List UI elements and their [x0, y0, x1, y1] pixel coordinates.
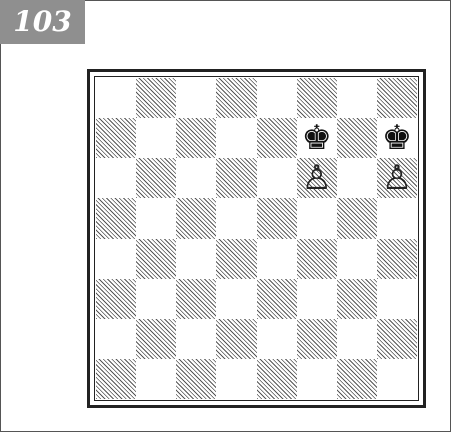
square-c1 — [176, 359, 216, 399]
square-b7 — [136, 118, 176, 158]
square-d1 — [216, 359, 256, 399]
square-f7: ♚ — [297, 118, 337, 158]
square-f6: ♙ — [297, 158, 337, 198]
square-f4 — [297, 239, 337, 279]
square-g7 — [337, 118, 377, 158]
square-c3 — [176, 279, 216, 319]
square-b4 — [136, 239, 176, 279]
black-king-icon: ♚ — [377, 118, 417, 158]
square-c2 — [176, 319, 216, 359]
square-f5 — [297, 198, 337, 238]
square-a7 — [96, 118, 136, 158]
square-c8 — [176, 78, 216, 118]
chessboard-border: ♚♚♙♙ — [87, 69, 426, 408]
square-h6: ♙ — [377, 158, 417, 198]
square-a8 — [96, 78, 136, 118]
square-g2 — [337, 319, 377, 359]
square-b1 — [136, 359, 176, 399]
square-c4 — [176, 239, 216, 279]
square-b6 — [136, 158, 176, 198]
square-f1 — [297, 359, 337, 399]
square-d8 — [216, 78, 256, 118]
square-h4 — [377, 239, 417, 279]
square-a2 — [96, 319, 136, 359]
chessboard-inner-border: ♚♚♙♙ — [94, 76, 419, 401]
black-king-icon: ♚ — [297, 118, 337, 158]
square-f2 — [297, 319, 337, 359]
square-h1 — [377, 359, 417, 399]
square-d7 — [216, 118, 256, 158]
square-d3 — [216, 279, 256, 319]
square-g8 — [337, 78, 377, 118]
square-a4 — [96, 239, 136, 279]
problem-number: 103 — [0, 0, 85, 44]
square-h3 — [377, 279, 417, 319]
square-d5 — [216, 198, 256, 238]
square-d4 — [216, 239, 256, 279]
square-d2 — [216, 319, 256, 359]
square-h7: ♚ — [377, 118, 417, 158]
square-f3 — [297, 279, 337, 319]
square-d6 — [216, 158, 256, 198]
square-g3 — [337, 279, 377, 319]
square-a3 — [96, 279, 136, 319]
chessboard: ♚♚♙♙ — [96, 78, 417, 399]
square-e4 — [257, 239, 297, 279]
square-f8 — [297, 78, 337, 118]
square-g4 — [337, 239, 377, 279]
square-c5 — [176, 198, 216, 238]
square-g1 — [337, 359, 377, 399]
square-a6 — [96, 158, 136, 198]
square-e6 — [257, 158, 297, 198]
square-g5 — [337, 198, 377, 238]
square-b3 — [136, 279, 176, 319]
square-c7 — [176, 118, 216, 158]
square-b8 — [136, 78, 176, 118]
square-h2 — [377, 319, 417, 359]
square-b2 — [136, 319, 176, 359]
square-e2 — [257, 319, 297, 359]
square-e5 — [257, 198, 297, 238]
square-a1 — [96, 359, 136, 399]
square-c6 — [176, 158, 216, 198]
square-a5 — [96, 198, 136, 238]
square-b5 — [136, 198, 176, 238]
square-h8 — [377, 78, 417, 118]
white-pawn-icon: ♙ — [297, 158, 337, 198]
square-e1 — [257, 359, 297, 399]
square-e3 — [257, 279, 297, 319]
square-g6 — [337, 158, 377, 198]
square-h5 — [377, 198, 417, 238]
square-e7 — [257, 118, 297, 158]
white-pawn-icon: ♙ — [377, 158, 417, 198]
square-e8 — [257, 78, 297, 118]
